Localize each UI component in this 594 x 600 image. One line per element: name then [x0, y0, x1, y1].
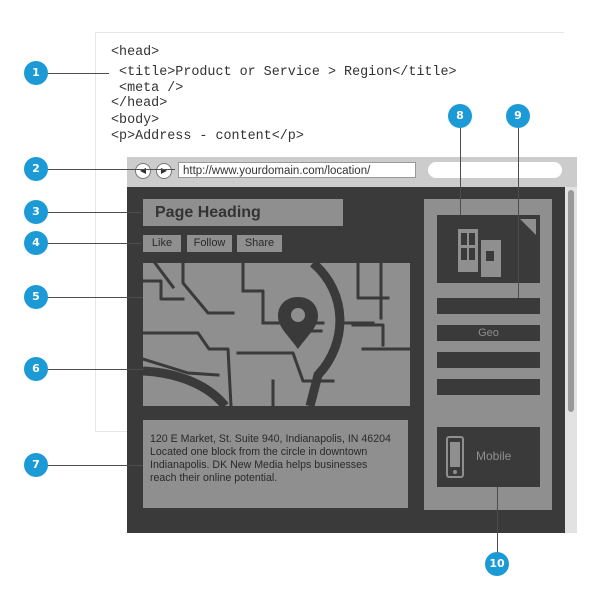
- map-road: [143, 357, 220, 377]
- geo-box: Geo: [437, 325, 540, 341]
- address-block: 120 E Market, St. Suite 940, Indianapoli…: [143, 420, 408, 508]
- marker-1: 1: [24, 61, 48, 85]
- leader-line: [497, 487, 498, 553]
- marker-6: 6: [24, 357, 48, 381]
- map-road: [143, 279, 185, 301]
- share-button[interactable]: Share: [237, 235, 282, 252]
- building-icon: [458, 219, 536, 277]
- marker-9: 9: [506, 104, 530, 128]
- marker-10: 10: [485, 552, 509, 576]
- leader-line: [47, 212, 141, 213]
- code-line: </head>: [111, 96, 168, 111]
- map-road: [153, 263, 176, 290]
- leader-line: [518, 128, 519, 298]
- map-road: [351, 323, 385, 347]
- back-button-icon[interactable]: ◀: [135, 163, 151, 179]
- leader-line: [47, 297, 143, 298]
- map-road: [143, 331, 233, 406]
- marker-3: 3: [24, 200, 48, 224]
- map-pin-hole: [291, 308, 305, 322]
- address-line: Located one block from the circle in dow…: [150, 446, 368, 458]
- page-heading: Page Heading: [143, 199, 343, 226]
- like-button[interactable]: Like: [143, 235, 181, 252]
- follow-button[interactable]: Follow: [187, 235, 232, 252]
- marker-4: 4: [24, 231, 48, 255]
- scrollbar-thumb[interactable]: [568, 190, 574, 412]
- marker-8: 8: [448, 104, 472, 128]
- leader-line: [47, 73, 109, 74]
- map-road: [356, 263, 390, 300]
- marker-2: 2: [24, 157, 48, 181]
- leader-line: [47, 169, 175, 170]
- leader-line: [460, 128, 461, 215]
- address-line: 120 E Market, St. Suite 940, Indianapoli…: [150, 433, 391, 445]
- leader-line: [47, 465, 143, 466]
- code-line: <meta />: [111, 81, 184, 96]
- code-line: <p>Address - content</p>: [111, 129, 304, 144]
- leader-line: [47, 369, 143, 370]
- map-road: [181, 263, 235, 315]
- address-line: Indianapolis. DK New Media helps busines…: [150, 459, 368, 471]
- forward-button-icon[interactable]: ▶: [156, 163, 172, 179]
- code-line: <body>: [111, 113, 160, 128]
- sidebar-bar: [437, 352, 540, 368]
- mobile-label: Mobile: [476, 449, 512, 463]
- code-line: <head>: [111, 45, 160, 60]
- address-line: reach their online potential.: [150, 472, 278, 484]
- leader-line: [47, 243, 141, 244]
- map-highway: [305, 263, 345, 406]
- map: [143, 263, 410, 406]
- map-highway: [143, 366, 229, 406]
- sidebar-bar: [437, 379, 540, 395]
- sidebar-bar: [437, 298, 540, 314]
- url-field[interactable]: http://www.yourdomain.com/location/: [178, 162, 416, 178]
- search-field[interactable]: [428, 162, 562, 178]
- marker-5: 5: [24, 285, 48, 309]
- code-line: <title>Product or Service > Region</titl…: [111, 65, 457, 80]
- map-pin-icon: [278, 297, 318, 349]
- marker-7: 7: [24, 453, 48, 477]
- phone-icon: [446, 436, 464, 478]
